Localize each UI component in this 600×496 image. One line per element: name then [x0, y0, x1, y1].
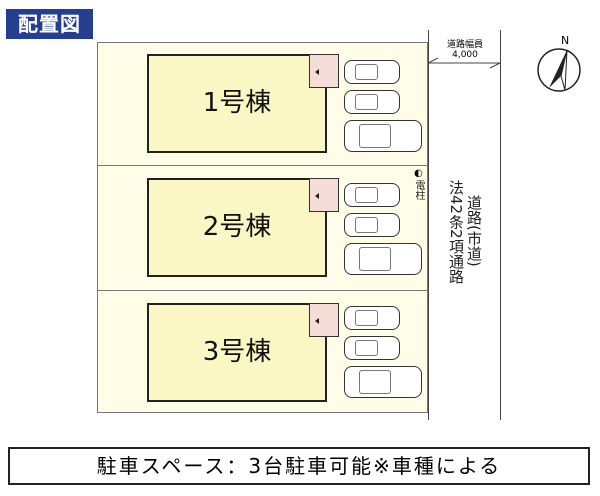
page-title: 配置図 [6, 9, 93, 39]
road-width: 道路幅員 4,000 [430, 40, 500, 60]
car-icon [344, 306, 400, 330]
road-type-sub: 道路(市道) [465, 195, 483, 267]
entrance [309, 178, 339, 212]
building-3: 3号棟 [147, 303, 327, 402]
road-width-label: 道路幅員 [446, 40, 483, 50]
road-type: 法42条2項通路 [447, 180, 465, 284]
car-icon [344, 120, 422, 152]
car-icon [344, 90, 400, 114]
compass-label: N [561, 34, 570, 47]
entrance [309, 303, 339, 337]
entrance [309, 54, 339, 88]
north-arrow-icon [537, 48, 581, 92]
road-edge [500, 30, 501, 420]
car-icon [344, 183, 400, 207]
car-icon [344, 243, 422, 275]
building-2: 2号棟 [147, 178, 327, 277]
building-1: 1号棟 [147, 54, 327, 153]
road-width-value: 4,000 [452, 50, 478, 60]
utility-pole-label: 電柱 [413, 180, 424, 200]
car-icon [344, 366, 422, 398]
utility-pole-icon: ◐ [414, 168, 423, 179]
road-edge [428, 30, 429, 420]
car-icon [344, 60, 400, 84]
parking-note: 駐車スペース：3台駐車可能※車種による [8, 447, 590, 485]
car-icon [344, 213, 400, 237]
dimension-line [428, 57, 501, 69]
car-icon [344, 336, 400, 360]
